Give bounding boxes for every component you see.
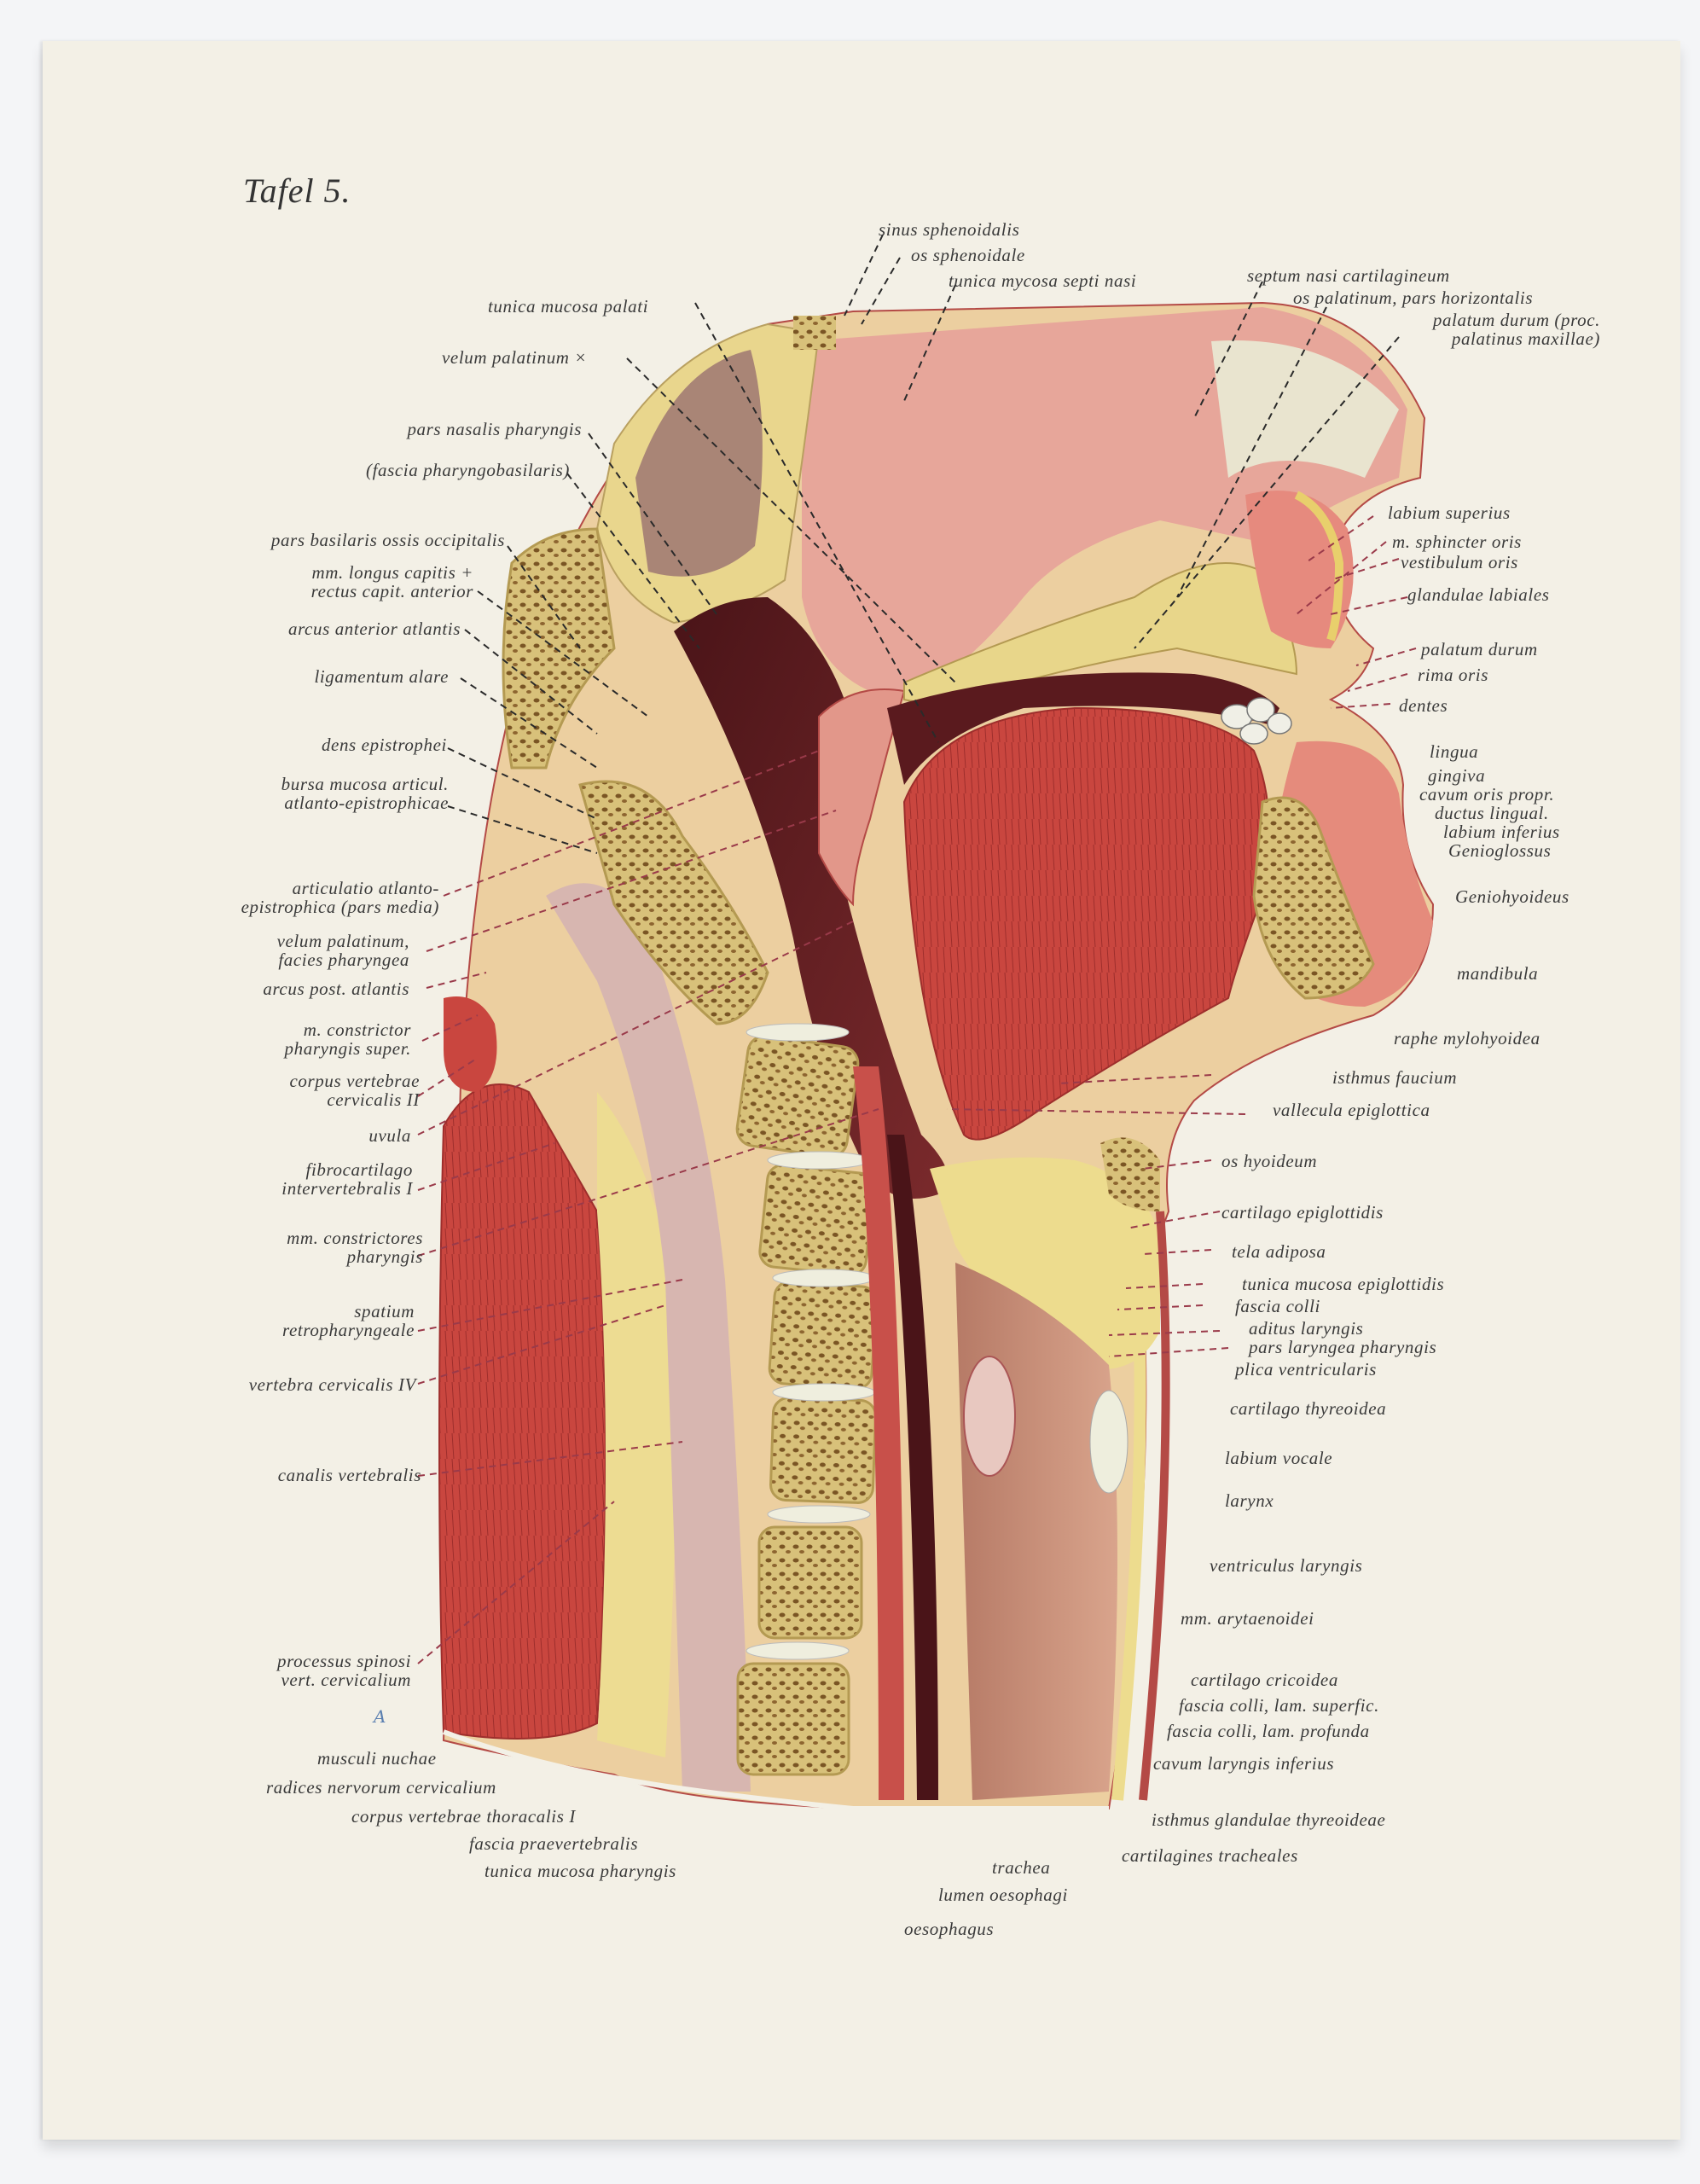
label-septum-nasi-cartilagineum: septum nasi cartilagineum [1247, 265, 1450, 286]
label-musculi-nuchae: musculi nuchae [317, 1748, 437, 1769]
label-genioglossus: Genioglossus [1448, 840, 1552, 861]
label-glandulae-labiales: glandulae labiales [1407, 584, 1550, 605]
label-arcus-anterior-atlantis: arcus anterior atlantis [287, 619, 461, 639]
label-canalis-vertebralis: canalis vertebralis [277, 1465, 421, 1485]
label-articulatio-atlanto-epistrophica: articulatio atlanto- epistrophica (pars … [241, 878, 439, 917]
label-tunica-mucosa-epiglottidis: tunica mucosa epiglottidis [1242, 1274, 1445, 1294]
label-raphe-mylohyoidea: raphe mylohyoidea [1394, 1028, 1540, 1048]
label-labium-vocale: labium vocale [1225, 1448, 1333, 1468]
label-isthmus-glandulae-thyreoideae: isthmus glandulae thyreoideae [1152, 1809, 1386, 1830]
label-os-sphenoidale: os sphenoidale [911, 245, 1025, 265]
label-corpus-vertebrae-th1: corpus vertebrae thoracalis I [351, 1806, 576, 1827]
label-labium-inferius: labium inferius [1443, 822, 1560, 842]
label-velum-palatinum: velum palatinum × [442, 347, 588, 368]
label-sinus-sphenoidalis: sinus sphenoidalis [879, 219, 1020, 240]
label-m-constrictor-super: m. constrictor pharyngis super. [284, 1019, 411, 1059]
label-uvula: uvula [368, 1125, 411, 1146]
label-ligamentum-alare: ligamentum alare [314, 666, 449, 687]
label-vestibulum-oris: vestibulum oris [1401, 552, 1518, 572]
label-fascia-colli: fascia colli [1235, 1296, 1320, 1316]
label-lumen-oesophagi: lumen oesophagi [938, 1885, 1068, 1905]
label-m-sphincter-oris: m. sphincter oris [1392, 531, 1522, 552]
label-tela-adiposa: tela adiposa [1232, 1241, 1326, 1262]
label-mm-longus-capitis: mm. longus capitis + rectus capit. anter… [310, 562, 473, 601]
label-corpus-vertebrae-c2: corpus vertebrae cervicalis II [289, 1071, 420, 1110]
label-spatium-retropharyngeale: spatium retropharyngeale [281, 1301, 415, 1340]
label-trachea: trachea [992, 1857, 1051, 1878]
label-mm-constrictores: mm. constrictores pharyngis [287, 1228, 423, 1267]
label-vallecula-epiglottica: vallecula epiglottica [1273, 1100, 1430, 1120]
label-tunica-mucosa-pharyngis: tunica mucosa pharyngis [484, 1861, 676, 1881]
label-palatum-durum-proc: palatum durum (proc. palatinus maxillae) [1432, 310, 1600, 349]
label-cavum-laryngis-inferius: cavum laryngis inferius [1153, 1753, 1335, 1774]
label-velum-palatinum-facies: velum palatinum, facies pharyngea [276, 931, 409, 970]
label-gingiva: gingiva [1428, 765, 1486, 786]
label-plica-ventricularis: plica ventricularis [1235, 1359, 1377, 1380]
label-dentes: dentes [1399, 695, 1448, 716]
label-cartilago-epiglottidis: cartilago epiglottidis [1221, 1202, 1384, 1223]
label-ductus-lingual: ductus lingual. [1435, 803, 1549, 823]
label-dens-epistrophei: dens epistrophei [321, 735, 447, 755]
label-ventriculus-laryngis: ventriculus laryngis [1210, 1555, 1363, 1576]
label-fascia-colli-profunda: fascia colli, lam. profunda [1167, 1721, 1370, 1741]
label-larynx: larynx [1225, 1490, 1274, 1511]
label-geniohyoideus: Geniohyoideus [1455, 886, 1569, 907]
label-fibrocartilago: fibrocartilago intervertebralis I [281, 1159, 413, 1199]
label-tunica-mucosa-palati: tunica mucosa palati [488, 296, 649, 317]
label-radices-nervorum: radices nervorum cervicalium [266, 1777, 496, 1798]
label-tunica-mucosa-septi-nasi: tunica mycosa septi nasi [949, 270, 1137, 291]
label-os-palatinum: os palatinum, pars horizontalis [1293, 288, 1534, 308]
label-lingua: lingua [1430, 741, 1479, 762]
label-labium-superius: labium superius [1388, 502, 1511, 523]
label-palatum-durum: palatum durum [1421, 639, 1538, 659]
label-cartilago-cricoidea: cartilago cricoidea [1191, 1670, 1338, 1690]
label-aditus-laryngis: aditus laryngis [1249, 1318, 1364, 1339]
label-pars-laryngea-pharyngis: pars laryngea pharyngis [1249, 1337, 1437, 1357]
label-isthmus-faucium: isthmus faucium [1332, 1067, 1458, 1088]
label-cavum-oris-propr: cavum oris propr. [1419, 784, 1555, 804]
label-bursa-mucosa: bursa mucosa articul. atlanto-epistrophi… [281, 774, 449, 813]
pencil-mark: A [374, 1706, 386, 1727]
label-rima-oris: rima oris [1418, 665, 1489, 685]
label-pars-basilaris: pars basilaris ossis occipitalis [270, 530, 505, 550]
label-oesophagus: oesophagus [904, 1919, 995, 1939]
plate-title: Tafel 5. [243, 171, 351, 210]
label-cartilagines-tracheales: cartilagines tracheales [1122, 1845, 1298, 1866]
label-cartilago-thyreoidea: cartilago thyreoidea [1230, 1398, 1387, 1419]
label-vertebra-cervicalis-iv: vertebra cervicalis IV [248, 1374, 416, 1395]
label-fascia-pharyngobasilaris: (fascia pharyngobasilaris) [365, 460, 570, 480]
label-processus-spinosi: processus spinosi vert. cervicalium [276, 1651, 411, 1690]
label-os-hyoideum: os hyoideum [1221, 1151, 1318, 1171]
label-fascia-colli-superfic: fascia colli, lam. superfic. [1179, 1695, 1379, 1716]
label-fascia-praevertebralis: fascia praevertebralis [469, 1833, 639, 1854]
label-arcus-post-atlantis: arcus post. atlantis [263, 979, 409, 999]
label-mandibula: mandibula [1457, 963, 1539, 984]
label-pars-nasalis-pharyngis: pars nasalis pharyngis [407, 419, 582, 439]
label-mm-arytaenoidei: mm. arytaenoidei [1181, 1608, 1314, 1629]
